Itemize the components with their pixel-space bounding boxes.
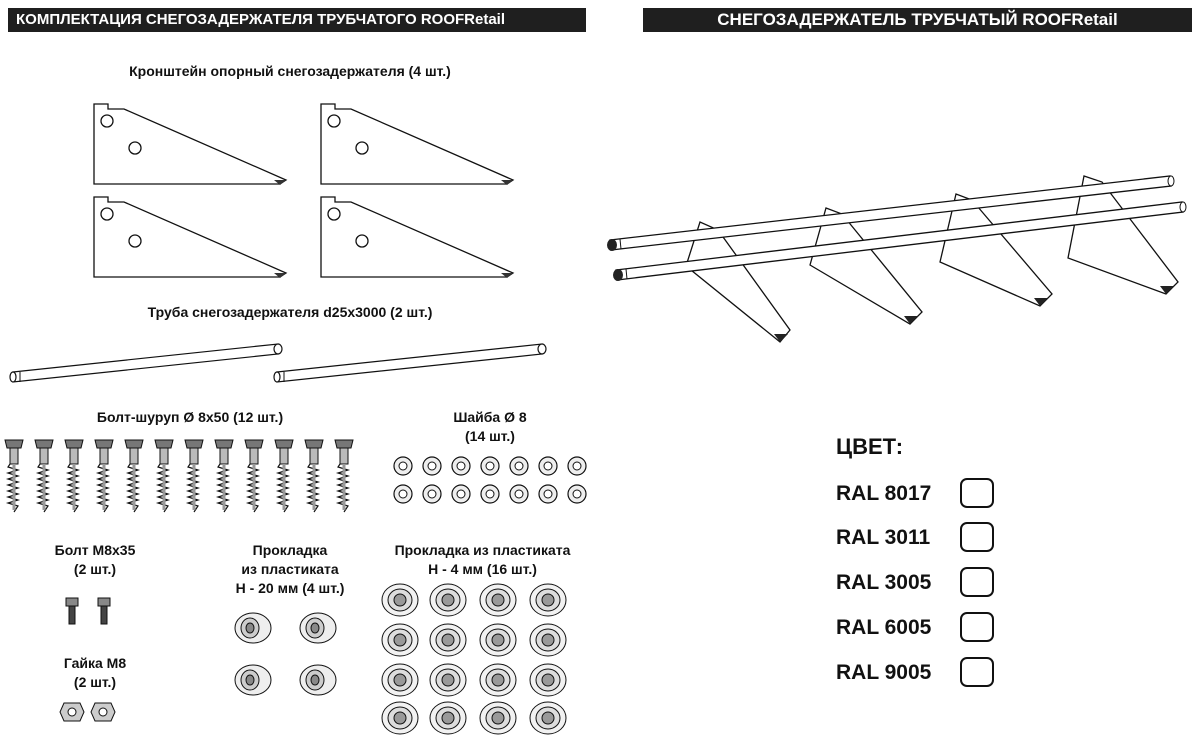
color-option-ral-8017[interactable]: RAL 8017: [836, 476, 1006, 514]
washer-label: Шайба Ø 8 (14 шт.): [420, 408, 560, 446]
nut-label-line2: (2 шт.): [73, 674, 117, 690]
color-title: ЦВЕТ:: [836, 434, 904, 459]
gasket-20mm-label: Прокладка из пластиката Н - 20 мм (4 шт.…: [205, 541, 375, 598]
washer-label-line2: (14 шт.): [465, 428, 515, 444]
bracket-image-1: [93, 103, 287, 186]
screw-bolt-label: Болт-шуруп Ø 8х50 (12 шт.): [96, 409, 284, 425]
bracket-image-2: [320, 103, 514, 186]
nut-label-line1: Гайка М8: [63, 655, 127, 671]
color-option-label: RAL 3011: [836, 526, 931, 549]
bolt-label-line2: (2 шт.): [73, 561, 117, 577]
bracket-image-3: [93, 196, 287, 279]
color-option-label: RAL 8017: [836, 482, 932, 505]
color-option-ral-3011[interactable]: RAL 3011: [836, 520, 1006, 558]
color-checkbox[interactable]: [960, 522, 994, 552]
color-option-label: RAL 3005: [836, 571, 932, 594]
color-option-ral-3005[interactable]: RAL 3005: [836, 565, 1006, 603]
gaskets-20mm-image: [234, 612, 337, 696]
gasket-4mm-label: Прокладка из пластиката Н - 4 мм (16 шт.…: [365, 541, 600, 579]
screw-bolts-image: [3, 438, 355, 514]
nuts-image: [59, 702, 116, 722]
color-checkbox[interactable]: [960, 612, 994, 642]
bracket-label: Кронштейн опорный снегозадержателя (4 шт…: [129, 63, 451, 79]
gasket-4mm-label-line2: Н - 4 мм (16 шт.): [428, 561, 537, 577]
washers-image: [393, 456, 587, 504]
pipe-label: Труба снегозадержателя d25х3000 (2 шт.): [147, 304, 433, 320]
bracket-image-4: [320, 196, 514, 279]
color-option-ral-6005[interactable]: RAL 6005: [836, 610, 1006, 648]
kit-contents-header: КОМПЛЕКТАЦИЯ СНЕГОЗАДЕРЖАТЕЛЯ ТРУБЧАТОГО…: [8, 8, 586, 32]
color-option-label: RAL 6005: [836, 616, 932, 639]
washer-label-line1: Шайба Ø 8: [453, 409, 527, 425]
gasket-20mm-label-line2: из пластиката: [241, 561, 339, 577]
gasket-20mm-label-line1: Прокладка: [252, 542, 328, 558]
color-checkbox[interactable]: [960, 478, 994, 508]
nut-label: Гайка М8 (2 шт.): [20, 654, 170, 692]
color-checkbox[interactable]: [960, 567, 994, 597]
bolt-label: Болт М8х35 (2 шт.): [20, 541, 170, 579]
pipe-image-1: [9, 343, 283, 383]
gasket-20mm-label-line3: Н - 20 мм (4 шт.): [235, 580, 345, 596]
pipe-image-2: [273, 343, 547, 383]
bolt-label-line1: Болт М8х35: [54, 542, 136, 558]
color-option-ral-9005[interactable]: RAL 9005: [836, 655, 1006, 693]
product-title-header: СНЕГОЗАДЕРЖАТЕЛЬ ТРУБЧАТЫЙ ROOFRetail: [643, 8, 1192, 32]
gaskets-4mm-image: [381, 583, 567, 735]
assembled-snow-guard-image: [607, 175, 1187, 343]
color-option-label: RAL 9005: [836, 661, 932, 684]
bolts-image: [65, 597, 111, 625]
color-checkbox[interactable]: [960, 657, 994, 687]
gasket-4mm-label-line1: Прокладка из пластиката: [394, 542, 571, 558]
